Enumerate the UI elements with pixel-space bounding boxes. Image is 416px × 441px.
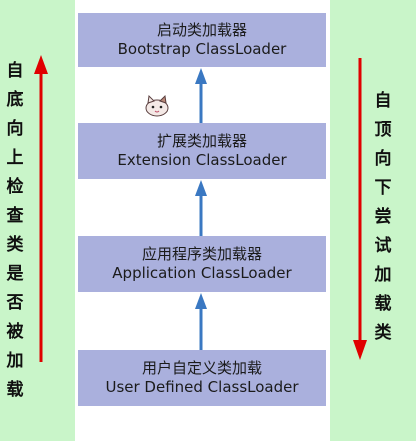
flow-arrow-ext-to-boot-head xyxy=(195,68,207,84)
right-label-char: 载 xyxy=(374,294,392,314)
left-label-char: 向 xyxy=(6,119,24,139)
application-cn-label: 应用程序类加载器 xyxy=(141,245,262,263)
left-label-char: 检 xyxy=(6,177,24,197)
left-label-char: 底 xyxy=(6,90,24,110)
extension-en-label: Extension ClassLoader xyxy=(117,151,287,169)
flow-arrow-user-to-app-head xyxy=(195,293,207,309)
left-label-char: 被 xyxy=(6,322,24,342)
bootstrap-classloader-box: 启动类加载器 Bootstrap ClassLoader xyxy=(78,13,326,67)
bootstrap-cn-label: 启动类加载器 xyxy=(156,21,247,39)
userdefined-cn-label: 用户自定义类加载 xyxy=(141,359,262,377)
extension-cn-label: 扩展类加载器 xyxy=(156,132,247,150)
bootstrap-en-label: Bootstrap ClassLoader xyxy=(117,40,287,58)
flow-arrow-app-to-ext-head xyxy=(195,180,207,196)
left-vertical-label: 自底向上检查类是否被加载 xyxy=(2,57,28,405)
application-en-label: Application ClassLoader xyxy=(112,264,292,282)
userdefined-en-label: User Defined ClassLoader xyxy=(105,378,299,396)
userdefined-classloader-box: 用户自定义类加载 User Defined ClassLoader xyxy=(78,350,326,406)
right-label-char: 尝 xyxy=(374,207,392,227)
right-label-char: 类 xyxy=(374,323,392,343)
right-label-char: 试 xyxy=(374,236,392,256)
right-red-arrow-head xyxy=(353,340,367,360)
right-label-char: 向 xyxy=(374,149,392,169)
left-label-char: 查 xyxy=(6,206,24,226)
left-label-char: 类 xyxy=(6,235,24,255)
right-label-char: 加 xyxy=(374,265,392,285)
left-label-char: 载 xyxy=(6,380,24,400)
right-label-char: 自 xyxy=(374,91,392,111)
extension-classloader-box: 扩展类加载器 Extension ClassLoader xyxy=(78,123,326,179)
right-vertical-label: 自顶向下尝试加载类 xyxy=(370,87,396,348)
right-label-char: 顶 xyxy=(374,120,392,140)
application-classloader-box: 应用程序类加载器 Application ClassLoader xyxy=(78,236,326,292)
left-label-char: 上 xyxy=(6,148,24,168)
right-label-char: 下 xyxy=(374,178,392,198)
left-label-char: 加 xyxy=(6,351,24,371)
left-label-char: 自 xyxy=(6,61,24,81)
left-red-arrow-head xyxy=(34,55,48,74)
cat-sticker-icon xyxy=(145,94,169,117)
left-label-char: 是 xyxy=(6,264,24,284)
left-label-char: 否 xyxy=(6,293,24,313)
